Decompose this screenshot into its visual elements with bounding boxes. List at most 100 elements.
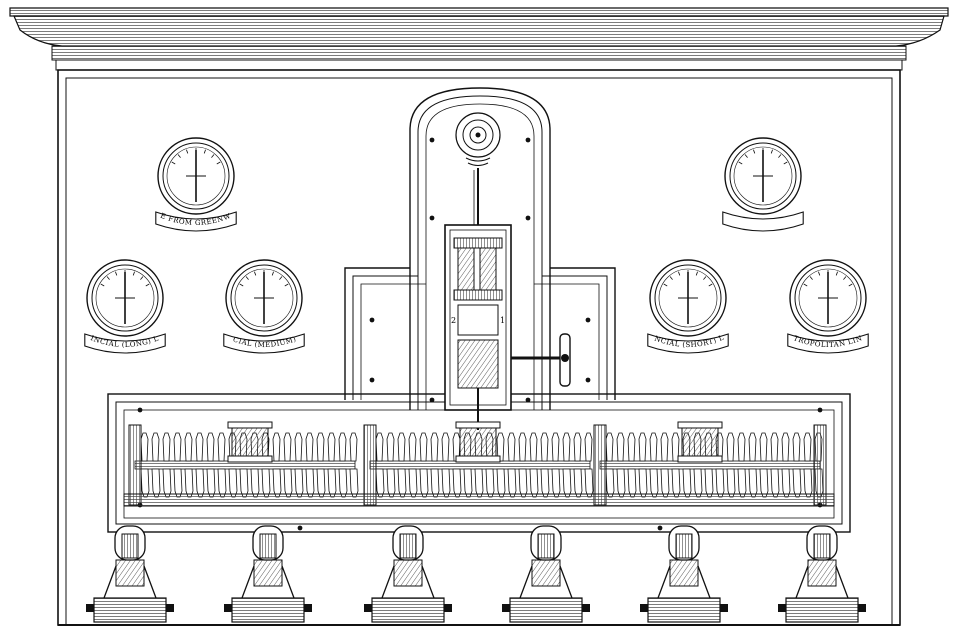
key-lower [419,468,429,498]
key-lower [386,468,396,498]
key-upper [195,432,204,462]
panel-marker-left: 2 [451,316,456,325]
relay-icon [227,421,273,463]
screw-6 [369,317,375,323]
key-upper [151,432,160,462]
key-lower [441,468,451,498]
key-upper [441,432,450,462]
key-lower [184,468,194,498]
key-lower [573,468,583,498]
lever-handle-icon [511,333,571,387]
sender-instruments [86,525,866,623]
key-upper [349,432,358,462]
key-lower [715,468,725,498]
key-lower [250,468,260,498]
key-lower [375,468,385,498]
screw-14 [297,525,303,531]
key-lower [748,468,758,498]
key-lower [540,468,550,498]
key-upper [540,432,549,462]
key-lower [474,468,484,498]
key-upper [419,432,428,462]
key-upper [616,432,625,462]
key-lower [283,468,293,498]
key-lower [792,468,802,498]
key-lower [408,468,418,498]
key-lower [638,468,648,498]
key-upper [507,432,516,462]
key-upper [573,432,582,462]
key-lower [217,468,227,498]
key-lower [228,468,238,498]
key-upper [584,432,593,462]
key-lower [616,468,626,498]
key-upper [283,432,292,462]
relay-icon [677,421,723,463]
key-upper [638,432,647,462]
key-lower [781,468,791,498]
row-bracket [593,424,607,506]
key-upper [781,432,790,462]
sender-instrument-icon [364,525,452,623]
key-lower [584,468,594,498]
screw-15 [657,525,663,531]
key-lower [649,468,659,498]
pendulum-icon [455,112,501,230]
screw-9 [585,377,591,383]
key-lower [627,468,637,498]
key-upper [529,432,538,462]
key-upper [206,432,215,462]
key-upper [375,432,384,462]
cornice [9,7,949,71]
key-upper [671,432,680,462]
key-lower [316,468,326,498]
key-upper [562,432,571,462]
row-bracket [363,424,377,506]
key-upper [173,432,182,462]
key-lower [660,468,670,498]
key-upper [217,432,226,462]
screw-8 [369,377,375,383]
key-upper [408,432,417,462]
key-upper [430,432,439,462]
screw-5 [525,397,531,403]
key-lower [140,468,150,498]
key-upper [649,432,658,462]
key-lower [162,468,172,498]
key-upper [338,432,347,462]
screw-10 [137,407,143,413]
key-upper [551,432,560,462]
row-bracket [128,424,142,506]
key-upper [726,432,735,462]
key-lower [507,468,517,498]
screw-2 [429,215,435,221]
screw-4 [429,397,435,403]
key-lower [430,468,440,498]
key-lower [759,468,769,498]
key-lower [605,468,615,498]
key-upper [386,432,395,462]
key-upper [627,432,636,462]
key-lower [349,468,359,498]
key-lower [726,468,736,498]
panel-marker-right: 1 [500,316,505,325]
electromagnet-icon: 2 1 [444,224,512,430]
screw-3 [525,215,531,221]
key-upper [316,432,325,462]
key-lower [551,468,561,498]
key-lower [682,468,692,498]
key-lower [770,468,780,498]
key-upper [737,432,746,462]
screw-7 [585,317,591,323]
key-upper [759,432,768,462]
key-upper [770,432,779,462]
key-lower [338,468,348,498]
key-lower [671,468,681,498]
key-lower [704,468,714,498]
key-upper [140,432,149,462]
key-lower [518,468,528,498]
screw-11 [817,407,823,413]
key-upper [162,432,171,462]
sender-instrument-icon [86,525,174,623]
